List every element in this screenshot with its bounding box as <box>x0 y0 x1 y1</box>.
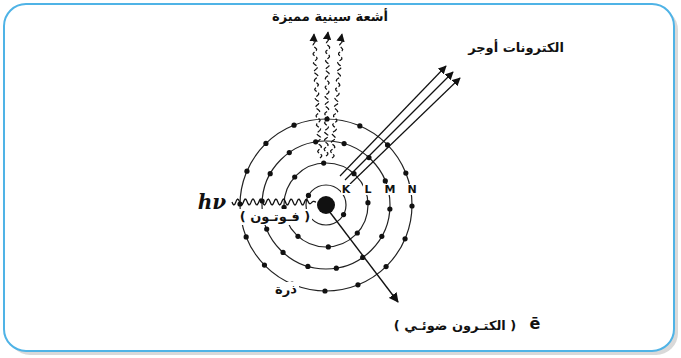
photoelectron-label: ( الكتـرون ضوئـي ) <box>392 318 519 334</box>
auger-electron-arrow <box>340 66 446 176</box>
nucleus <box>317 196 335 214</box>
x-ray-arrow <box>313 34 322 158</box>
electron-dot <box>322 288 327 293</box>
electron-dot <box>365 200 370 205</box>
electron-dot <box>357 123 362 128</box>
electron-dot <box>383 178 388 183</box>
electron-dot <box>342 141 347 146</box>
auger-label: الكترونات أوجر <box>466 40 566 56</box>
electron-shell <box>240 119 412 291</box>
rays <box>232 32 460 302</box>
electron-dot <box>355 230 360 235</box>
electron-dot <box>264 227 269 232</box>
electron-dot <box>268 171 273 176</box>
electron-dot <box>306 193 311 198</box>
electron-dot <box>244 234 249 239</box>
shell-letter: N <box>406 184 417 195</box>
photoelectron-arrow <box>329 211 398 302</box>
electron-dot <box>387 206 392 211</box>
electron-dot <box>326 244 331 249</box>
electron-dot <box>402 236 407 241</box>
electron-dot <box>262 262 267 267</box>
electron-symbol: ē <box>528 314 543 333</box>
electron-dot <box>379 234 384 239</box>
photon-wave <box>232 199 316 205</box>
shell-letter: L <box>363 184 372 195</box>
electron-dot <box>383 264 388 269</box>
electron-dot <box>334 266 339 271</box>
electron-dot <box>280 250 285 255</box>
electron-dot <box>263 141 268 146</box>
atom-label: ذرة <box>273 282 299 298</box>
electron-dot <box>355 282 360 287</box>
x-ray-arrow <box>331 34 343 158</box>
shell-letter: M <box>384 184 397 195</box>
auger-electron-arrow <box>350 78 460 184</box>
x-ray-arrow <box>324 32 330 156</box>
electron-dot <box>291 123 296 128</box>
electron-dot <box>295 234 300 239</box>
photon-symbol: hν <box>196 190 228 214</box>
electron-dot <box>351 171 356 176</box>
electron-dot <box>409 203 414 208</box>
auger-electron-arrow <box>345 72 453 180</box>
electron-dot <box>341 212 346 217</box>
x-ray-label: أشعة سينية مميزة <box>270 9 390 25</box>
electron-shell <box>262 141 390 269</box>
electron-shell <box>284 163 368 247</box>
electron-dot <box>244 169 249 174</box>
electron-dot <box>287 150 292 155</box>
frame-border <box>4 4 674 351</box>
electron-dot <box>292 174 297 179</box>
electron-dot <box>321 160 326 165</box>
electron-dot <box>305 264 310 269</box>
shell-letter: K <box>341 184 352 195</box>
electron-dot <box>403 170 408 175</box>
photon-label: ( فـوتـون ) <box>238 209 313 225</box>
